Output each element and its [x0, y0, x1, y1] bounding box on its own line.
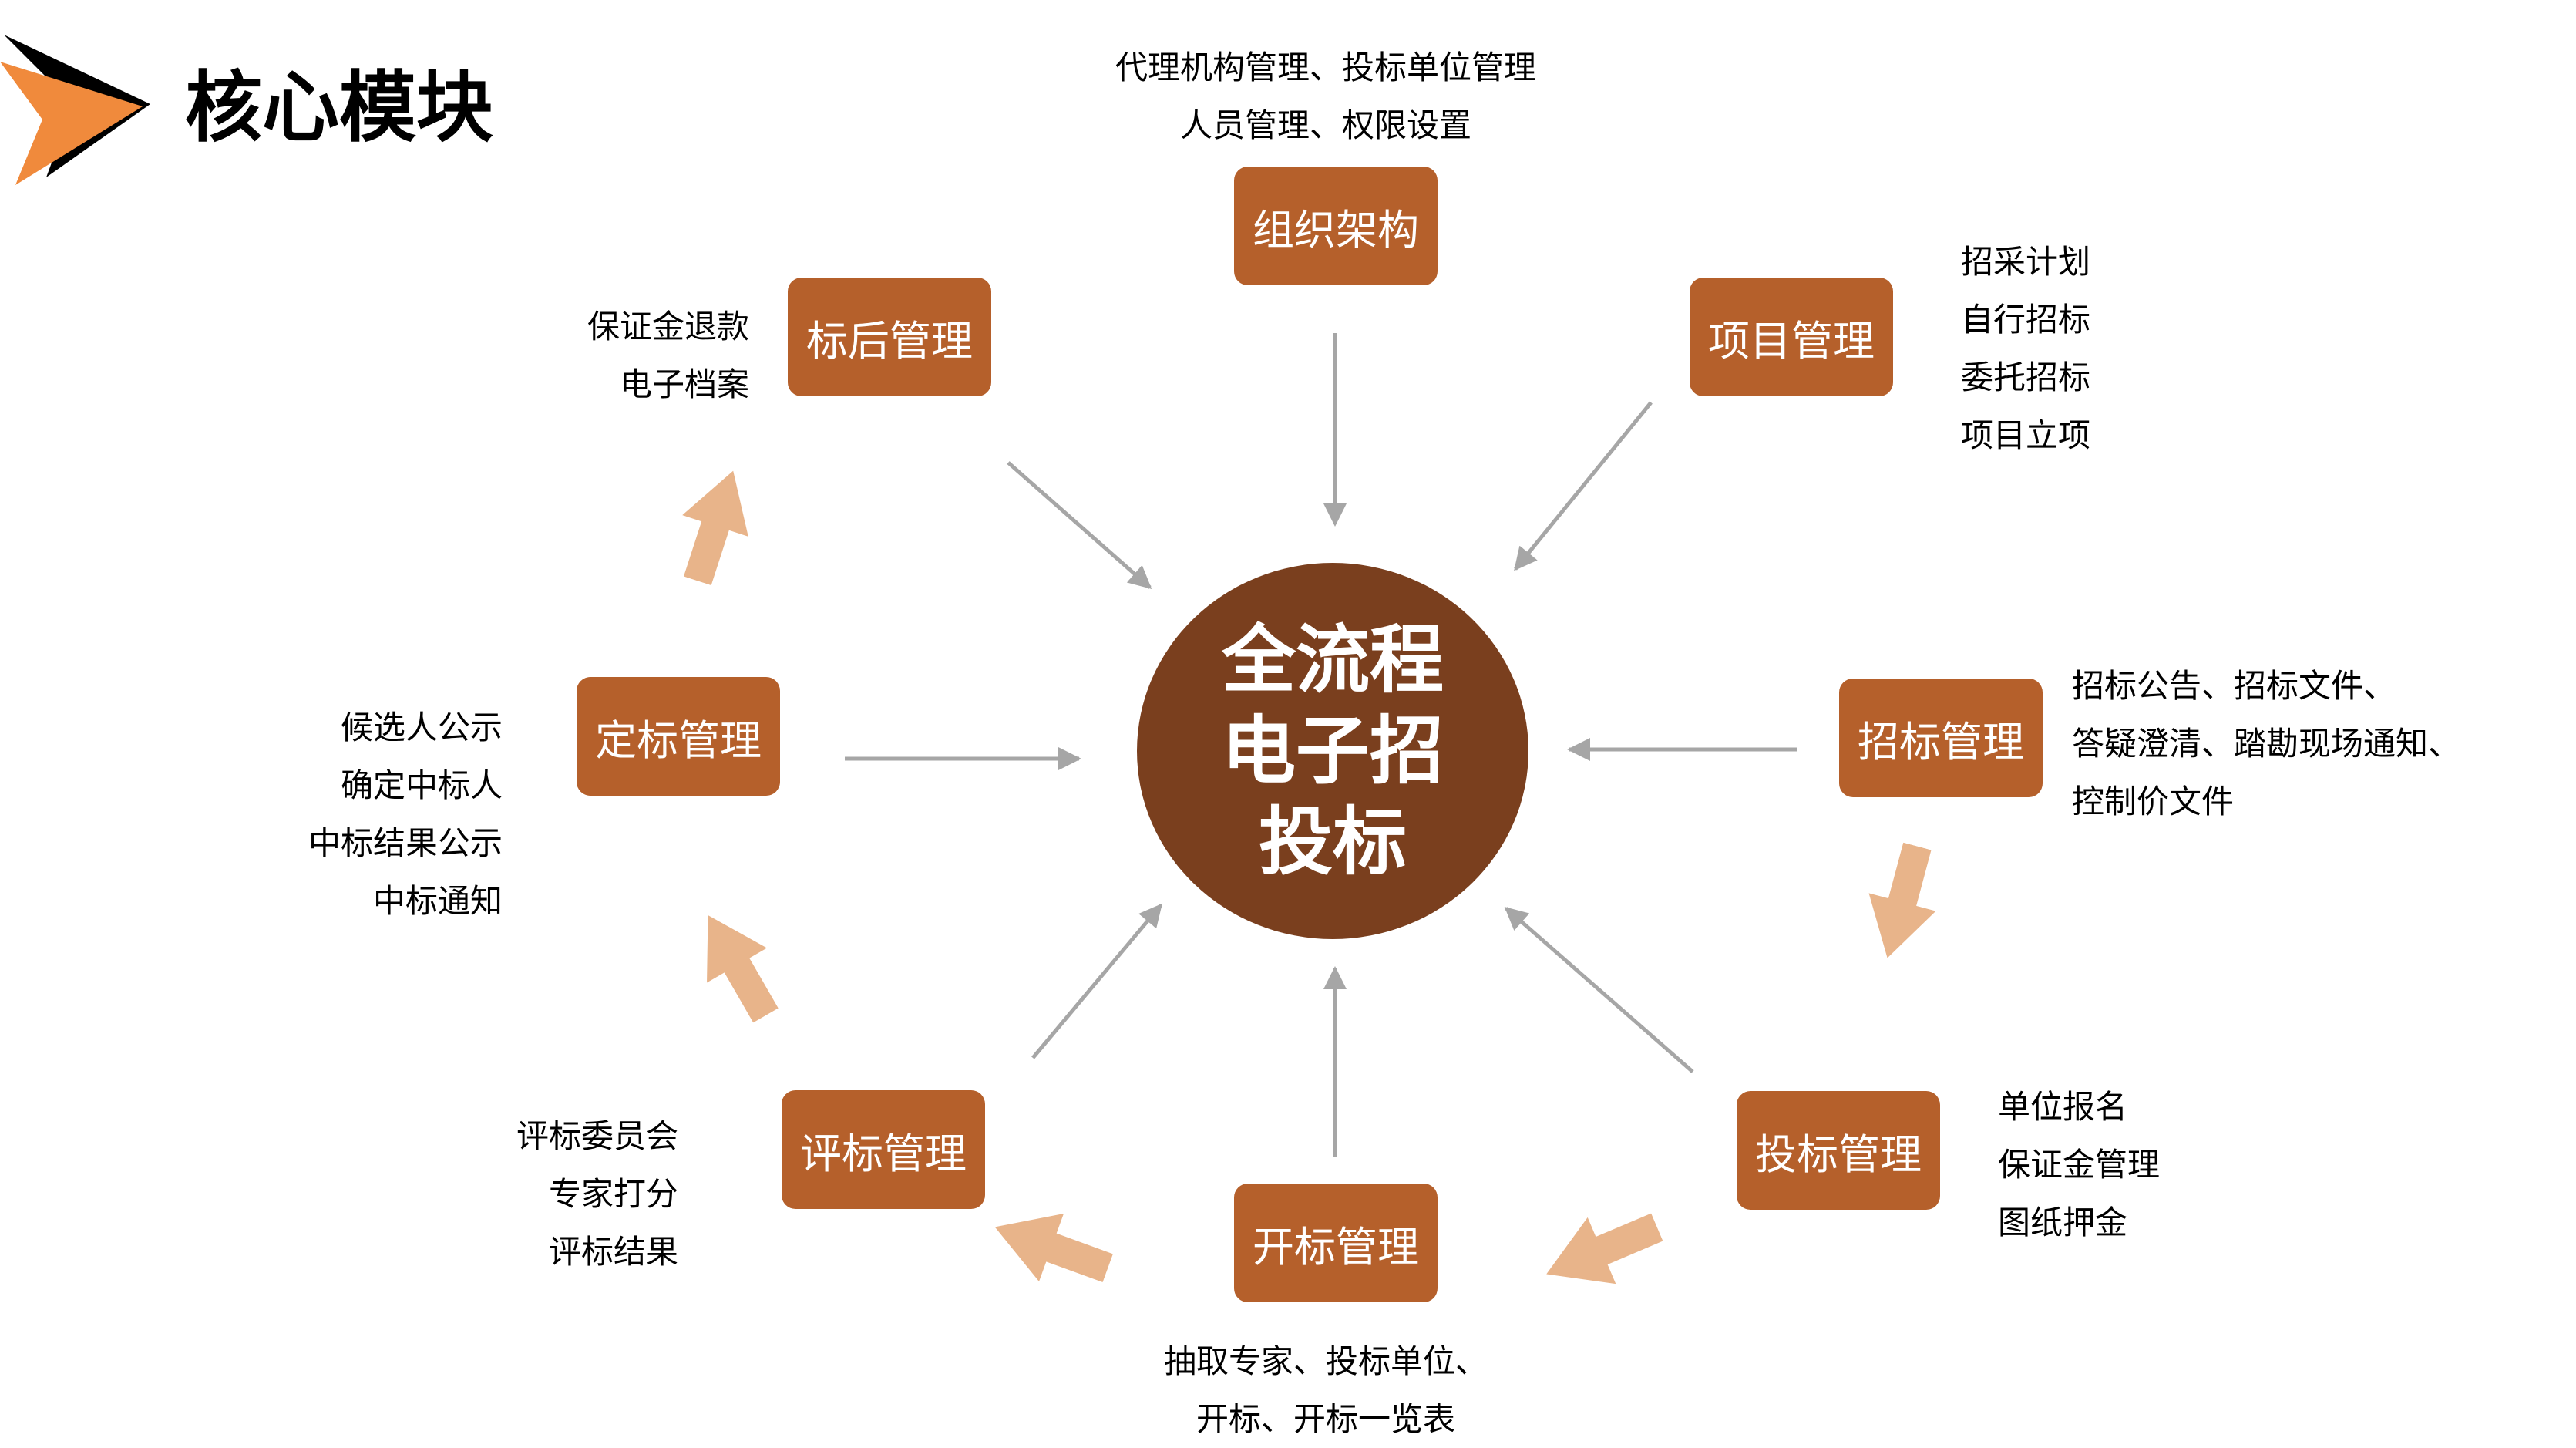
detail-line: 控制价文件 [2072, 783, 2235, 820]
detail-line: 招标公告、招标文件、 [2072, 667, 2396, 705]
detail-line: 保证金退款 [587, 308, 749, 345]
module-project-label: 项目管理 [1708, 316, 1875, 365]
flow-arrow-opening-to-review [982, 1193, 1121, 1302]
module-award-label: 定标管理 [595, 716, 762, 765]
module-bid-details: 单位报名 保证金管理 图纸押金 [1998, 1078, 2245, 1251]
module-post-details: 保证金退款 电子档案 [540, 298, 749, 413]
module-bid-label: 投标管理 [1755, 1130, 1922, 1179]
center-hub: 全流程电子招投标 [1137, 563, 1528, 939]
module-award[interactable]: 定标管理 [577, 677, 780, 796]
flow-arrow-award-to-post [664, 460, 766, 592]
module-review[interactable]: 评标管理 [782, 1090, 985, 1209]
flow-arrow-bid-to-opening [1532, 1194, 1672, 1308]
module-opening[interactable]: 开标管理 [1234, 1184, 1438, 1302]
module-org-label: 组织架构 [1253, 205, 1419, 254]
module-tender-details: 招标公告、招标文件、 答疑澄清、踏勘现场通知、 控制价文件 [2072, 657, 2504, 830]
page-title: 核心模块 [185, 62, 493, 153]
detail-line: 招采计划 [1961, 243, 2091, 281]
module-project-details: 招采计划 自行招标 委托招标 项目立项 [1961, 233, 2192, 464]
module-tender-label: 招标管理 [1858, 717, 2024, 766]
connector-post [1007, 461, 1152, 589]
module-opening-details: 抽取专家、投标单位、 开标、开标一览表 [1110, 1332, 1542, 1448]
detail-line: 图纸押金 [1998, 1204, 2128, 1241]
module-opening-label: 开标管理 [1253, 1222, 1419, 1271]
detail-line: 抽取专家、投标单位、 [1163, 1342, 1488, 1380]
module-org-details: 代理机构管理、投标单位管理 人员管理、权限设置 [1079, 39, 1572, 154]
detail-line: 委托招标 [1961, 359, 2091, 396]
connector-project [1514, 401, 1653, 571]
module-award-details: 候选人公示 确定中标人 中标结果公示 中标通知 [262, 699, 503, 930]
detail-line: 确定中标人 [340, 766, 503, 804]
detail-line: 项目立项 [1961, 416, 2091, 454]
arrowhead-logo-icon [0, 35, 150, 185]
detail-line: 评标委员会 [516, 1117, 678, 1155]
detail-line: 评标结果 [548, 1233, 678, 1271]
detail-line: 专家打分 [548, 1175, 678, 1213]
connector-bid [1504, 907, 1694, 1073]
detail-line: 中标结果公示 [308, 824, 503, 862]
detail-line: 候选人公示 [340, 709, 503, 746]
connector-review [1031, 903, 1162, 1059]
module-project[interactable]: 项目管理 [1690, 278, 1893, 396]
detail-line: 中标通知 [372, 882, 503, 920]
detail-line: 保证金管理 [1998, 1146, 2161, 1184]
detail-line: 开标、开标一览表 [1196, 1400, 1455, 1438]
module-org[interactable]: 组织架构 [1234, 167, 1438, 285]
detail-line: 答疑澄清、踏勘现场通知、 [2072, 725, 2461, 763]
flow-arrow-review-to-award [678, 897, 796, 1033]
center-hub-label: 全流程电子招投标 [1222, 617, 1444, 885]
detail-line: 单位报名 [1998, 1088, 2128, 1126]
module-review-details: 评标委员会 专家打分 评标结果 [447, 1107, 678, 1281]
flow-arrow-tender-to-bid [1854, 837, 1951, 968]
module-bid[interactable]: 投标管理 [1737, 1091, 1940, 1210]
detail-line: 代理机构管理、投标单位管理 [1115, 49, 1536, 86]
detail-line: 人员管理、权限设置 [1179, 106, 1471, 144]
module-post-label: 标后管理 [806, 316, 973, 365]
module-tender[interactable]: 招标管理 [1839, 679, 2043, 797]
module-post[interactable]: 标后管理 [788, 278, 991, 396]
detail-line: 自行招标 [1961, 301, 2091, 338]
module-review-label: 评标管理 [800, 1129, 967, 1178]
detail-line: 电子档案 [619, 365, 749, 403]
